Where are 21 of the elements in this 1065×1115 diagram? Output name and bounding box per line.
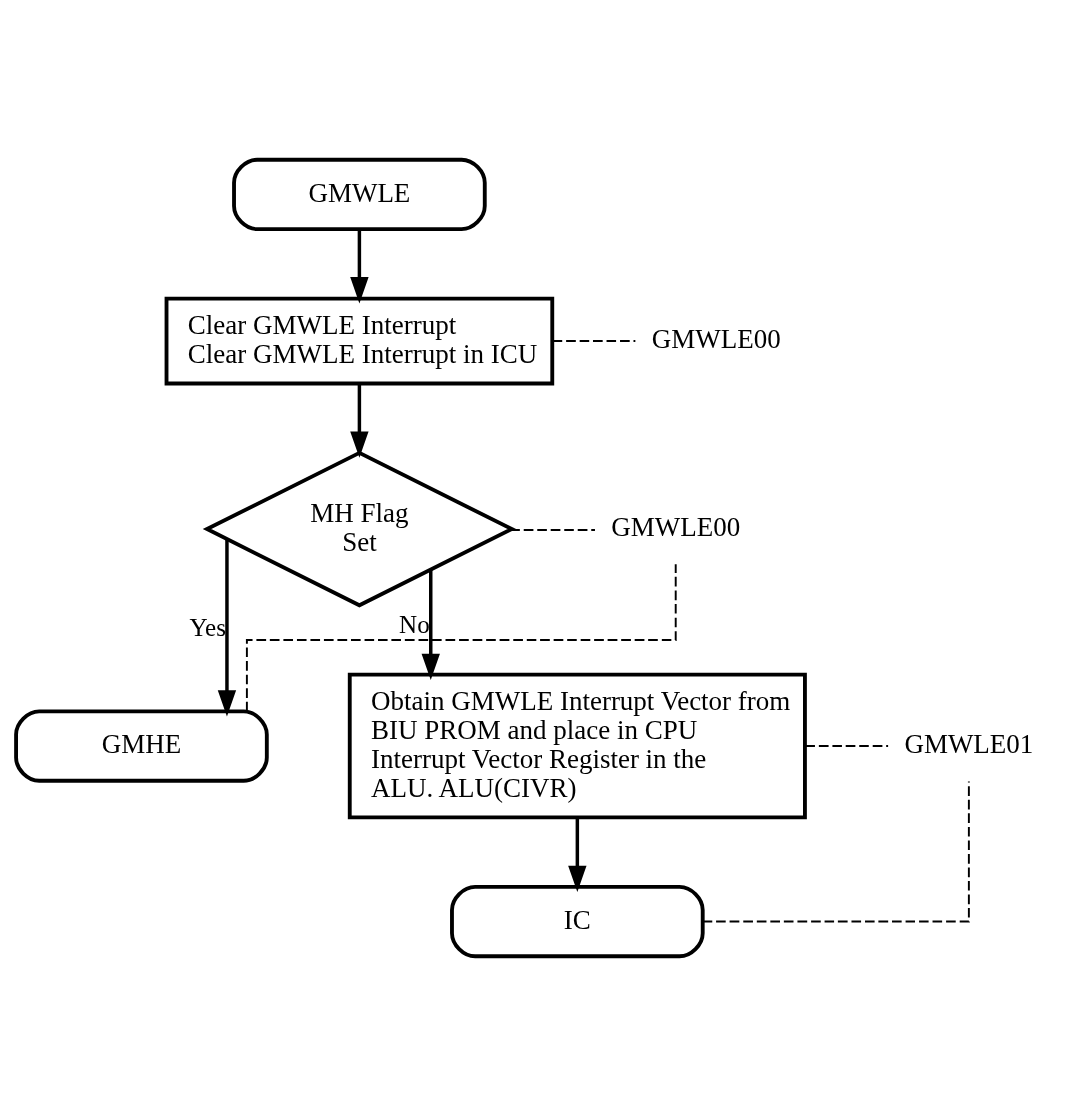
arrow bbox=[568, 816, 587, 892]
arrow bbox=[350, 383, 369, 458]
arrow bbox=[217, 539, 237, 716]
node-box: Clear GMWLE Interrupt Clear GMWLE Interrupt in ICU bbox=[164, 296, 555, 385]
node-box: Obtain GMWLE Interrupt Vector from BIU PROM and place in CPU Interrupt Vector Register in the ALU. ALU(CIVR) bbox=[347, 672, 807, 819]
edge-label: Yes bbox=[189, 613, 226, 641]
arrow bbox=[350, 228, 369, 303]
connector bbox=[245, 562, 677, 712]
node-box: GMHE bbox=[14, 708, 269, 783]
edge-label: No bbox=[399, 610, 430, 638]
node-box: IC bbox=[450, 884, 705, 958]
node-text: GMWLE00 bbox=[611, 511, 741, 542]
node-text: GMWLE00 bbox=[651, 323, 781, 354]
node-box: GMWLE bbox=[232, 157, 487, 231]
arrow bbox=[421, 569, 440, 680]
connector bbox=[701, 780, 970, 923]
node-diamond: MH Flag Set bbox=[202, 450, 517, 607]
connector bbox=[509, 528, 596, 531]
connector bbox=[551, 339, 637, 342]
node-text: GMWLE01 bbox=[904, 728, 1034, 759]
connector bbox=[804, 744, 890, 747]
